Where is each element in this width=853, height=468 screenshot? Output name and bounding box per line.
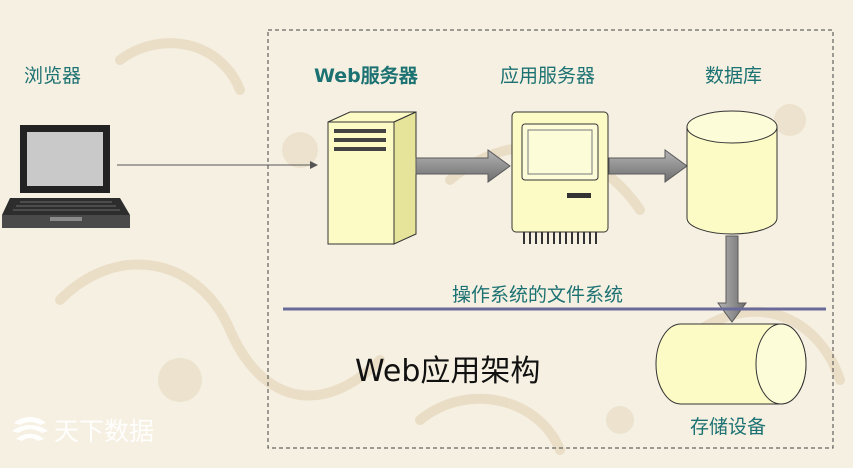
flow-arrow-app-to-db: [608, 149, 688, 183]
os-filesystem-label: 操作系统的文件系统: [452, 284, 624, 306]
flow-arrow-web-to-app: [415, 149, 511, 183]
web-server-label: Web服务器: [314, 65, 418, 87]
storage-label: 存储设备: [690, 416, 767, 438]
watermark-text: 天下数据: [54, 417, 155, 446]
server-tower-icon: [327, 111, 417, 245]
watermark: 天下数据: [10, 412, 154, 448]
storage-cylinder-icon: [655, 323, 807, 405]
watermark-logo-icon: [12, 417, 48, 441]
laptop-icon: [2, 125, 130, 228]
application-server-icon: [511, 111, 609, 244]
architecture-title: Web应用架构: [355, 354, 541, 389]
server-side-boundary: [267, 29, 834, 449]
flow-arrow-db-to-storage: [717, 235, 747, 323]
request-line-arrowhead: [310, 161, 318, 169]
app-server-label: 应用服务器: [500, 65, 596, 87]
database-cylinder-icon: [686, 110, 778, 235]
database-label: 数据库: [705, 65, 763, 87]
browser-label: 浏览器: [24, 65, 82, 87]
